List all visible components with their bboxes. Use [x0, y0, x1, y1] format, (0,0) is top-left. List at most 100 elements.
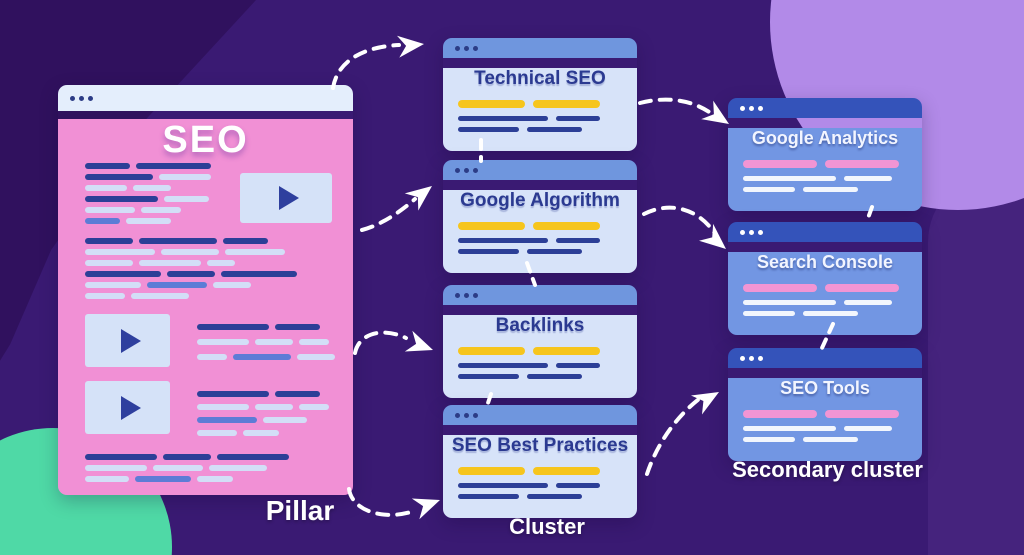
- text-bar: [136, 163, 211, 169]
- window-body: SEO Tools: [728, 378, 922, 461]
- text-bar: [824, 284, 899, 292]
- arrowhead-icon: [404, 330, 433, 352]
- text-line-row: [458, 363, 622, 368]
- text-bar: [533, 222, 601, 230]
- text-bar: [275, 324, 320, 330]
- text-bar: [255, 339, 293, 345]
- text-bar: [743, 284, 817, 292]
- text-line-row: [197, 324, 320, 330]
- cluster-window-google-algorithm: Google Algorithm: [443, 160, 637, 273]
- text-bar: [85, 207, 135, 213]
- secondary-window-title: Google Analytics: [751, 128, 899, 148]
- text-bar: [458, 467, 526, 475]
- text-line-row: [458, 100, 622, 110]
- text-bar: [458, 127, 519, 132]
- secondary-window-seo-tools: SEO Tools: [728, 348, 922, 461]
- window-body: Google Algorithm: [443, 190, 637, 273]
- text-bar: [526, 494, 583, 499]
- background-right-panel-shape: [928, 172, 1024, 555]
- text-bar: [743, 410, 817, 418]
- window-dots-icon: [740, 355, 763, 361]
- placeholder-content: [443, 347, 637, 379]
- placeholder-content: [728, 410, 922, 442]
- text-bar: [223, 238, 268, 244]
- text-bar: [533, 467, 601, 475]
- text-bar: [526, 249, 583, 254]
- window-dots-icon: [455, 292, 478, 298]
- text-bar: [458, 249, 519, 254]
- arrowhead-icon: [404, 186, 432, 211]
- text-bar: [803, 187, 858, 192]
- cluster-window-title: Technical SEO: [474, 68, 606, 89]
- text-bar: [197, 324, 269, 330]
- text-bar: [159, 174, 211, 180]
- text-bar: [126, 218, 171, 224]
- text-bar: [743, 300, 837, 305]
- text-bar: [743, 187, 796, 192]
- text-bar: [243, 430, 279, 436]
- window-body: Google Analytics: [728, 128, 922, 211]
- text-line-row: [743, 187, 907, 192]
- text-line-row: [85, 282, 251, 288]
- text-line-row: [85, 196, 209, 202]
- arrowhead-icon: [690, 392, 719, 415]
- text-bar: [458, 222, 526, 230]
- text-line-row: [458, 347, 622, 357]
- text-bar: [844, 426, 893, 431]
- text-bar: [217, 454, 289, 460]
- text-bar: [197, 430, 237, 436]
- text-line-row: [458, 483, 622, 488]
- text-bar: [556, 116, 601, 121]
- secondary-window-search-console: Search Console: [728, 222, 922, 335]
- dashed-arrow: [331, 43, 401, 90]
- text-line-row: [743, 284, 907, 294]
- text-line-row: [85, 476, 233, 482]
- text-bar: [85, 476, 129, 482]
- window-dots-icon: [455, 167, 478, 173]
- text-line-row: [458, 116, 622, 121]
- text-bar: [533, 100, 601, 108]
- window-titlebar: [443, 405, 637, 425]
- placeholder-content: [443, 100, 637, 132]
- window-titlebar: [443, 38, 637, 58]
- text-line-row: [85, 454, 289, 460]
- text-line-row: [458, 238, 622, 243]
- text-bar: [255, 404, 293, 410]
- text-line-row: [197, 430, 279, 436]
- text-bar: [85, 271, 161, 277]
- window-body: SEO Best Practices: [443, 435, 637, 518]
- secondary-window-title: SEO Tools: [780, 378, 870, 398]
- window-titlebar: [728, 98, 922, 118]
- window-body: Backlinks: [443, 315, 637, 398]
- text-line-row: [85, 218, 171, 224]
- text-line-row: [743, 300, 907, 305]
- text-line-row: [743, 160, 907, 170]
- text-line-row: [197, 339, 329, 345]
- window-titlebar: [443, 160, 637, 180]
- pillar-window-title: SEO: [162, 119, 249, 161]
- text-bar: [197, 476, 233, 482]
- text-line-row: [458, 249, 622, 254]
- text-bar: [131, 293, 189, 299]
- text-bar: [167, 271, 215, 277]
- pillar-window: SEO: [58, 85, 353, 495]
- text-bar: [526, 374, 583, 379]
- text-bar: [85, 238, 133, 244]
- text-bar: [556, 238, 601, 243]
- text-bar: [135, 476, 191, 482]
- cluster-window-backlinks: Backlinks: [443, 285, 637, 398]
- text-bar: [458, 374, 519, 379]
- text-bar: [263, 417, 307, 423]
- window-dots-icon: [455, 45, 478, 51]
- text-line-row: [197, 391, 320, 397]
- text-bar: [458, 483, 549, 488]
- text-bar: [824, 410, 899, 418]
- text-line-row: [197, 404, 329, 410]
- window-body: Technical SEO: [443, 68, 637, 151]
- text-bar: [556, 483, 601, 488]
- text-line-row: [85, 293, 189, 299]
- text-line-row: [85, 465, 267, 471]
- pillar-label: Pillar: [265, 495, 335, 526]
- text-bar: [803, 311, 858, 316]
